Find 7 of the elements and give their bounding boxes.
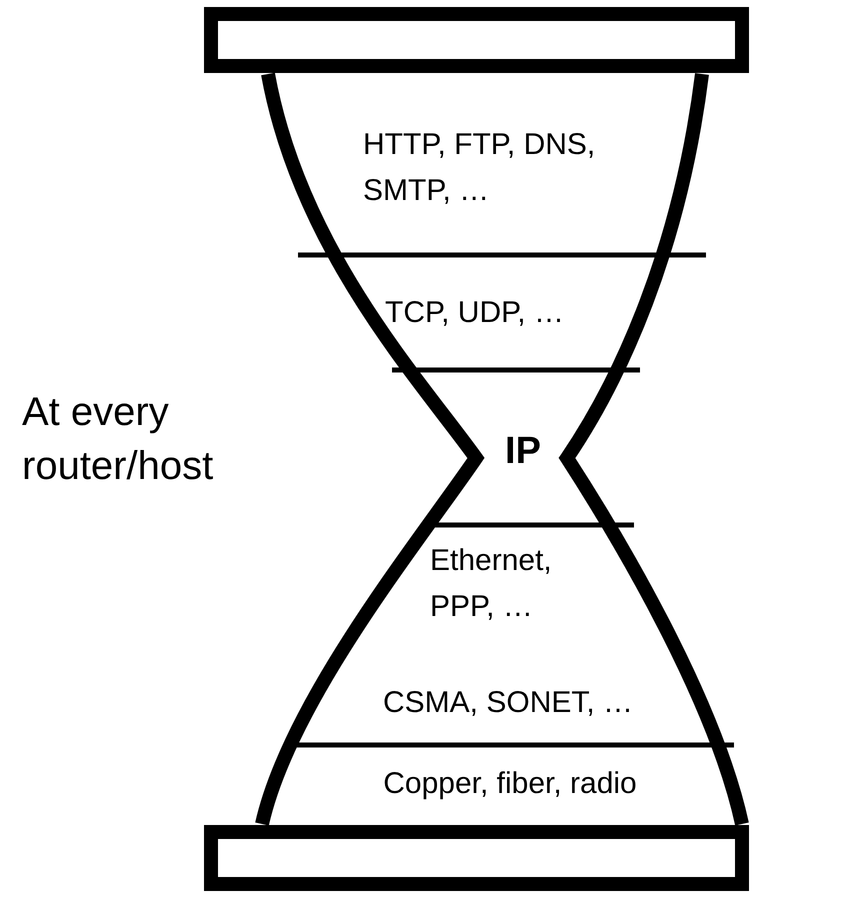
protocol-text: TCP, UDP, …: [385, 295, 565, 331]
protocol-text: Copper, fiber, radio: [382, 766, 638, 802]
side-note: At every router/host: [22, 389, 214, 490]
protocol-text: Ethernet, PPP, …: [430, 543, 553, 625]
protocol-text: CSMA, SONET, …: [383, 685, 634, 721]
protocol-text: IP: [504, 429, 542, 474]
protocol-text: HTTP, FTP, DNS, SMTP, …: [363, 127, 596, 209]
